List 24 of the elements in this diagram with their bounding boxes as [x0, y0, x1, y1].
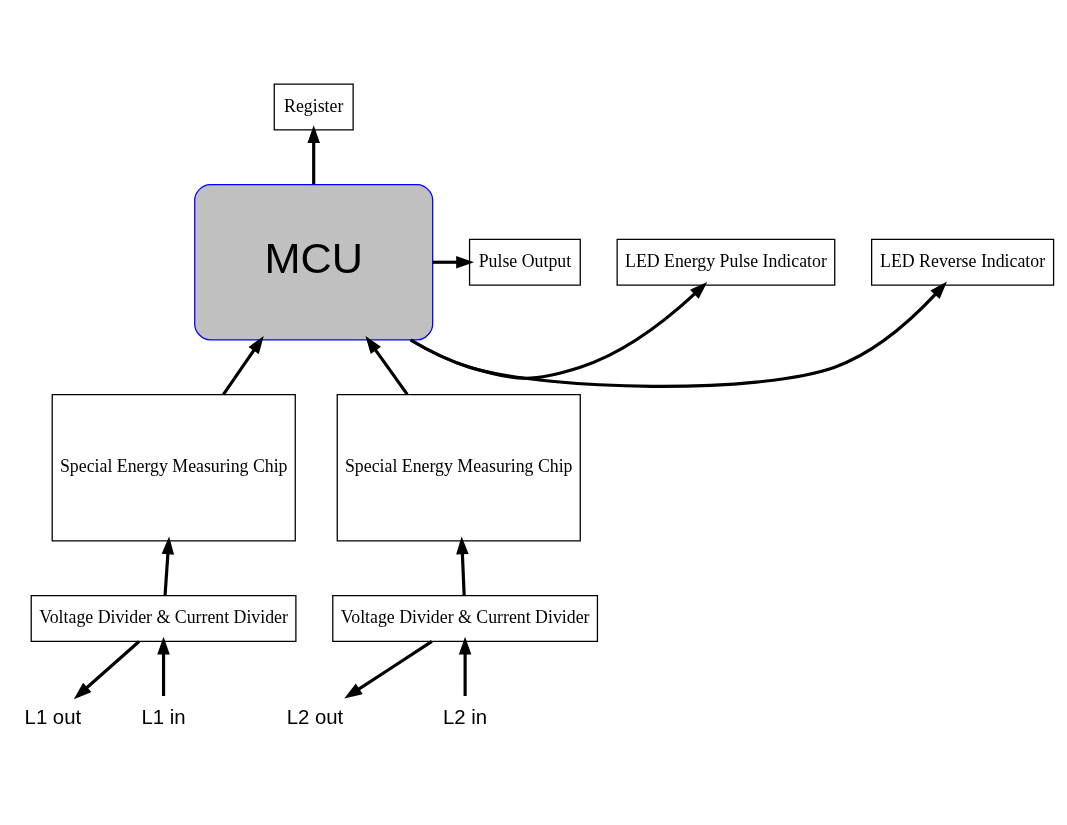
arrow [456, 535, 469, 595]
arrow [344, 639, 433, 699]
arrow [73, 639, 141, 699]
node-text: L2 in [443, 705, 488, 728]
node-text: L2 out [286, 705, 344, 728]
node-box: LED Reverse Indicator [871, 238, 1055, 286]
node-box: Register [273, 82, 354, 131]
node-text: L1 in [141, 705, 186, 728]
node-text: L1 out [24, 705, 82, 728]
arrow [458, 636, 472, 696]
arrow [161, 535, 175, 595]
node-box: Special Energy Measuring Chip [51, 393, 296, 541]
arrow [409, 281, 948, 388]
arrow [365, 335, 409, 395]
node-box: Special Energy Measuring Chip [336, 393, 581, 541]
arrow [432, 255, 475, 268]
arrow [307, 124, 320, 184]
node-box: Voltage Divider & Current Divider [30, 594, 297, 642]
node-box: Pulse Output [468, 238, 581, 286]
arrow [222, 335, 264, 395]
node-box: LED Energy Pulse Indicator [616, 238, 836, 286]
arrow [157, 636, 170, 696]
node-box: MCU [194, 183, 434, 340]
node-box: Voltage Divider & Current Divider [332, 594, 599, 642]
